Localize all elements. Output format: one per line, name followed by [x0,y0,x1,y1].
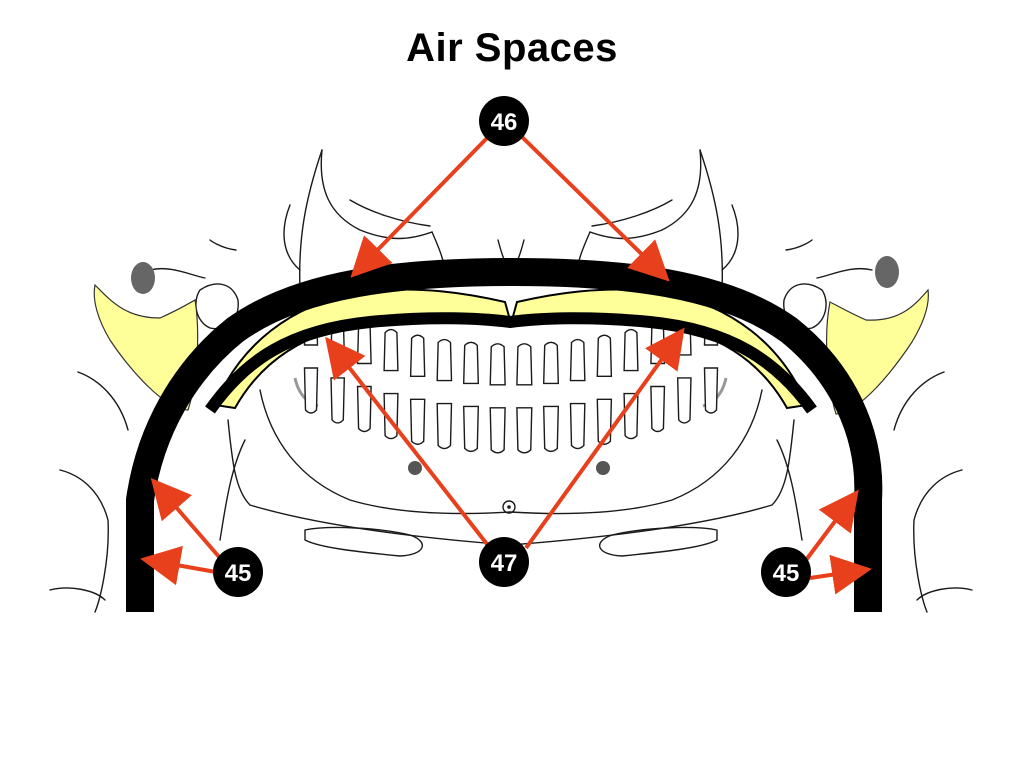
arrow-46-right [518,133,670,282]
label-46-text: 46 [491,109,518,136]
lower-tooth [516,407,533,454]
upper-tooth [489,343,506,386]
label-45-right: 45 [761,547,811,597]
lower-tooth [650,385,666,433]
lower-teeth [303,367,719,454]
arrow-45-left-lower [140,545,217,586]
label-45-right-text: 45 [773,560,800,587]
upper-tooth [569,338,586,382]
label-47: 47 [479,537,529,587]
upper-tooth [516,343,533,386]
lower-tooth [462,405,480,453]
upper-tooth [462,341,480,385]
lower-tooth [542,405,560,453]
lower-tooth [409,398,426,445]
diagram-title: Air Spaces [406,26,618,70]
lower-tooth [436,402,453,450]
arrow-45-left-upper [150,477,222,560]
arrow-47-right [524,327,685,550]
label-45-left: 45 [213,547,263,597]
lower-tooth [303,367,319,414]
label-47-text: 47 [491,550,518,577]
upper-tooth [436,338,453,382]
upper-tooth [383,328,399,372]
label-45-left-text: 45 [225,560,252,587]
lower-tooth [489,407,506,454]
lower-tooth [703,367,719,414]
arrow-45-right-upper [804,489,859,562]
upper-tooth [542,341,560,385]
lower-tooth [356,385,372,433]
arrows [140,133,872,595]
lower-tooth [569,402,586,450]
label-46: 46 [479,96,529,146]
upper-tooth [623,328,639,372]
lower-tooth [330,377,346,424]
arrow-46-left [350,133,492,278]
upper-tooth [409,334,426,377]
upper-tooth [596,334,613,377]
skull-outline [49,149,973,613]
airway-inner-band [205,312,817,414]
arrow-45-right-lower [809,554,872,595]
arrow-47-left [325,336,492,550]
lower-tooth [676,377,692,424]
airway-band [126,258,883,612]
